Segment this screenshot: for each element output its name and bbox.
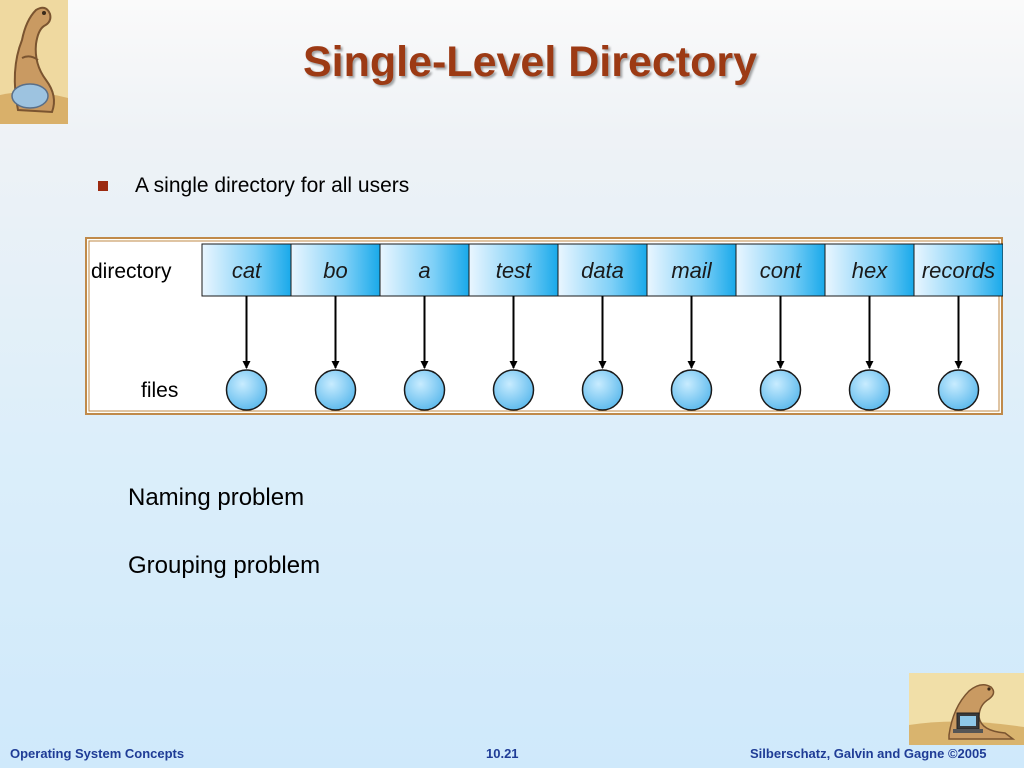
single-level-directory-diagram: directory files cat bo a test data mail cont he… <box>85 237 1003 415</box>
directory-entry-cell <box>735 243 826 297</box>
directory-entry-cell <box>646 243 737 297</box>
directory-entry-label: mail <box>671 258 712 283</box>
file-node <box>759 369 802 411</box>
directory-entry-label: test <box>496 258 532 283</box>
directory-entry-cell <box>913 243 1003 297</box>
directory-entry-cell <box>824 243 915 297</box>
directory-entry-cell <box>379 243 470 297</box>
file-node <box>225 369 268 411</box>
grouping-problem-text: Grouping problem <box>128 552 321 579</box>
slide-title: Single-Level Directory <box>302 38 758 86</box>
file-node <box>937 369 980 411</box>
file-node <box>670 369 713 411</box>
file-node <box>314 369 357 411</box>
directory-entry-label: bo <box>323 258 347 283</box>
files-label: files <box>141 379 178 402</box>
footer-course-title: Operating System Concepts <box>10 746 185 761</box>
directory-label: directory <box>91 260 172 283</box>
directory-entry-label: records <box>922 258 995 283</box>
directory-entry-label: cont <box>760 258 802 283</box>
directory-entry-label: hex <box>852 258 888 283</box>
directory-entry-label: a <box>418 258 430 283</box>
file-node <box>403 369 446 411</box>
file-node <box>581 369 624 411</box>
file-node <box>492 369 535 411</box>
bullet-text: A single directory for all users <box>135 174 410 197</box>
naming-problem-text: Naming problem <box>128 484 305 511</box>
directory-entry-label: cat <box>232 258 262 283</box>
footer-copyright: Silberschatz, Galvin and Gagne ©2005 <box>750 746 987 761</box>
file-node <box>848 369 891 411</box>
directory-entry-cell <box>290 243 381 297</box>
dinosaur-laptop-logo <box>909 673 1024 745</box>
bullet-item: A single directory for all users <box>98 174 409 198</box>
dinosaur-logo <box>0 0 68 124</box>
directory-entry-cell <box>201 243 292 297</box>
square-bullet-icon <box>98 181 108 191</box>
directory-entry-label: data <box>581 258 624 283</box>
footer-page-number: 10.21 <box>486 746 519 761</box>
